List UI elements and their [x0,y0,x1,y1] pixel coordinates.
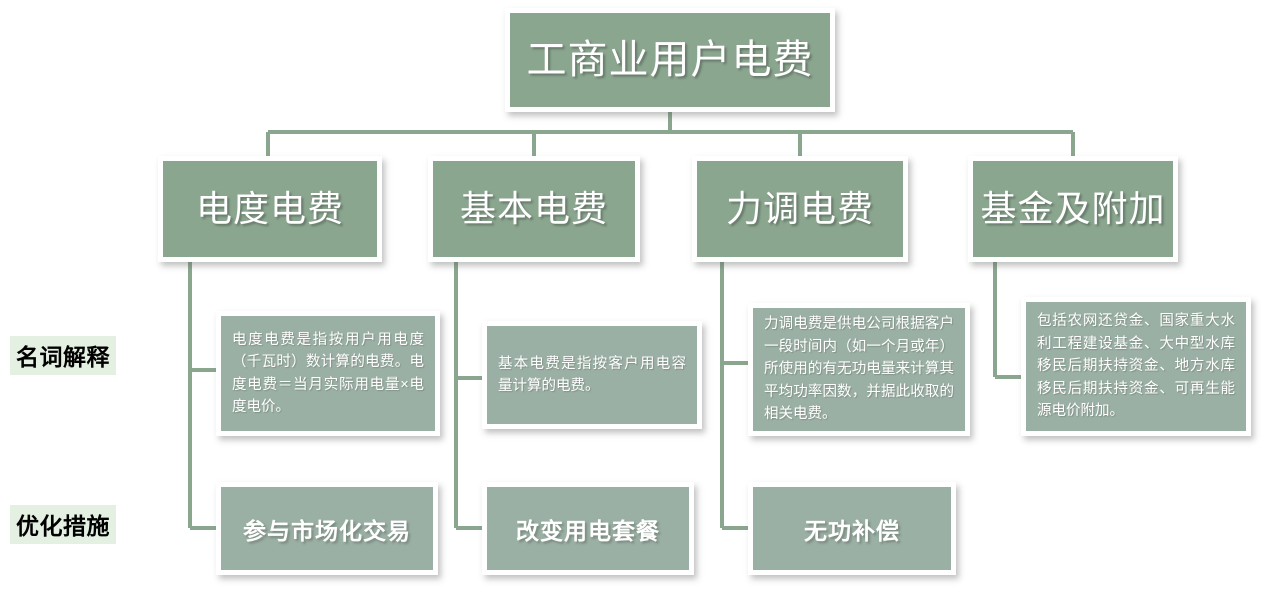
row-label-measures: 优化措施 [10,505,116,544]
node-branch-basic-charge[interactable]: 基本电费 [428,156,640,262]
row-label-text: 名词解释 [16,344,110,370]
node-branch-label: 基金及附加 [980,188,1166,229]
description-box-electricity-charge: 电度电费是指按用户用电度（千瓦时）数计算的电费。电度电费＝当月实际用电量×电度电… [216,311,440,436]
node-branch-electricity-charge[interactable]: 电度电费 [158,156,382,262]
node-branch-label: 电度电费 [195,188,344,229]
node-branch-funds-and-surcharges[interactable]: 基金及附加 [968,156,1178,262]
row-label-definitions: 名词解释 [10,336,116,375]
description-text: 包括农网还贷金、国家重大水利工程建设基金、大中型水库移民后期扶持资金、地方水库移… [1037,313,1235,420]
node-root-label: 工商业用户电费 [526,36,814,82]
description-box-power-factor-charge: 力调电费是供电公司根据客户一段时间内（如一个月或年）所使用的有无功电量来计算其平… [748,303,970,436]
node-branch-power-factor-charge[interactable]: 力调电费 [692,156,908,262]
description-text: 基本电费是指按客户用电容量计算的电费。 [498,355,686,394]
row-label-text: 优化措施 [16,513,110,539]
node-branch-label: 基本电费 [459,188,608,229]
measure-label: 参与市场化交易 [243,517,411,544]
measure-label: 无功补偿 [804,517,900,544]
node-branch-label: 力调电费 [725,188,874,229]
description-box-funds-and-surcharges: 包括农网还贷金、国家重大水利工程建设基金、大中型水库移民后期扶持资金、地方水库移… [1021,297,1251,436]
description-text: 力调电费是供电公司根据客户一段时间内（如一个月或年）所使用的有无功电量来计算其平… [764,316,954,423]
measure-box-electricity-charge[interactable]: 参与市场化交易 [216,482,438,575]
description-text: 电度电费是指按用户用电度（千瓦时）数计算的电费。电度电费＝当月实际用电量×电度电… [232,331,424,415]
node-root[interactable]: 工商业用户电费 [505,8,835,112]
measure-box-power-factor-charge[interactable]: 无功补偿 [748,482,956,575]
description-box-basic-charge: 基本电费是指按客户用电容量计算的电费。 [482,321,702,429]
measure-box-basic-charge[interactable]: 改变用电套餐 [482,482,694,575]
measure-label: 改变用电套餐 [516,517,660,544]
